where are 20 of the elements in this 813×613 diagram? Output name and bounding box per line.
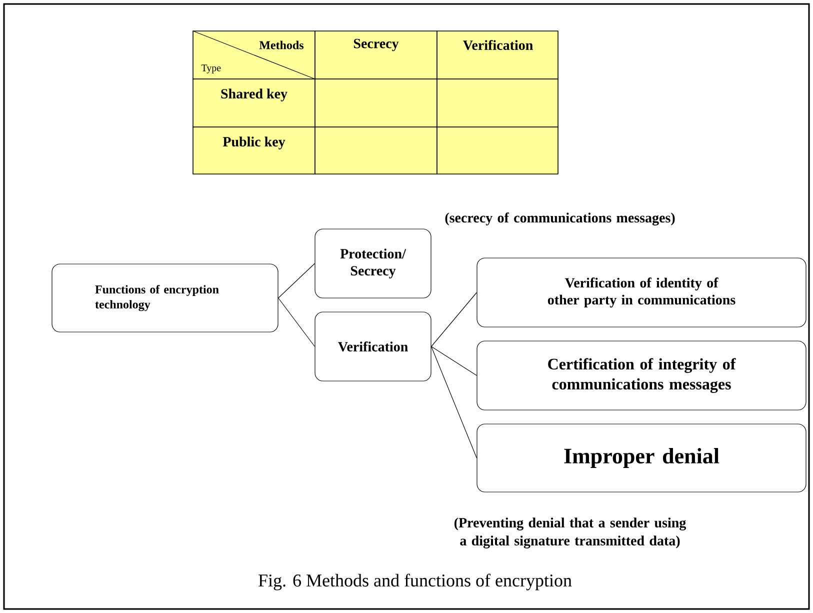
table-header: Shared key (221, 88, 288, 102)
table-header: Secrecy (354, 38, 399, 52)
table-header: Verification (463, 40, 533, 50)
rounded-box: Verification of identity of other party in communications (476, 258, 806, 328)
note-text: (secrecy of communications messages) (445, 212, 675, 226)
note-text: (Preventing denial that a sender using a digital signature transmitted data) (454, 518, 686, 548)
caption: Fig. 6 Methods and functions of encryption (258, 574, 572, 590)
table-header: Public key (222, 136, 286, 150)
connector-line (431, 346, 477, 376)
table-header: Methods (259, 40, 304, 50)
rounded-box: Functions of encryption technology (52, 264, 278, 332)
rounded-box: Improper denial (476, 424, 806, 492)
rounded-box: Protection/ Secrecy (314, 228, 432, 298)
connector-line (431, 292, 477, 347)
connector-line (278, 263, 315, 298)
connector-line (278, 298, 315, 347)
connector-line (431, 346, 477, 458)
rounded-box: Certification of integrity of communications messages (476, 340, 806, 410)
table-header: Type (201, 64, 221, 74)
rounded-box: Verification (314, 312, 432, 382)
